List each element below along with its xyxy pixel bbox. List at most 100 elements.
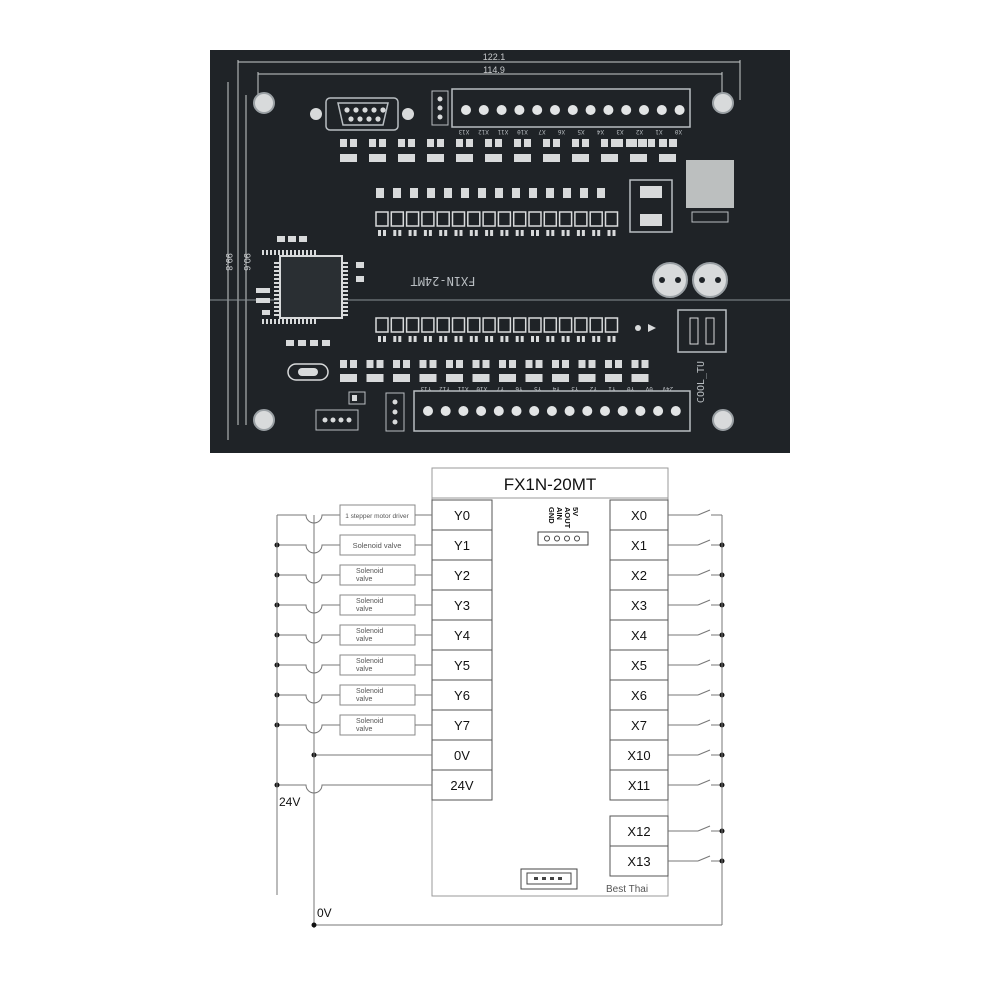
smd-led bbox=[630, 154, 647, 162]
optocoupler bbox=[451, 211, 466, 227]
terminal-screw bbox=[511, 406, 522, 416]
smd-resistor bbox=[376, 360, 384, 368]
terminal-screw bbox=[674, 105, 685, 115]
pcb-output-terminal-label: Y5 bbox=[534, 385, 542, 392]
watermark-text: Best Thai bbox=[606, 884, 648, 895]
smd-resistor bbox=[437, 139, 444, 147]
chip-pin bbox=[266, 250, 268, 255]
smd-resistor bbox=[379, 139, 386, 147]
smd-resistor bbox=[340, 139, 347, 147]
output-terminal-label: Y0 bbox=[454, 508, 470, 523]
chip-pin bbox=[290, 250, 292, 255]
optocoupler-pin bbox=[515, 230, 519, 236]
smd-transistor bbox=[461, 188, 469, 198]
chip-pin bbox=[343, 286, 348, 288]
load-wire bbox=[277, 604, 340, 614]
load-wire bbox=[277, 634, 340, 644]
wire-24v-feed bbox=[277, 784, 432, 794]
terminal-screw bbox=[461, 105, 471, 115]
smd-led bbox=[543, 154, 560, 162]
optocoupler-pin bbox=[378, 230, 381, 236]
optocoupler bbox=[405, 317, 420, 333]
optocoupler-pin bbox=[551, 230, 555, 236]
pcb-input-terminal-label: X0 bbox=[675, 128, 683, 135]
optocoupler-pin bbox=[500, 230, 504, 236]
smd-led bbox=[605, 374, 622, 382]
optocoupler-pin bbox=[505, 230, 509, 236]
optocoupler-pin bbox=[581, 336, 585, 342]
optocoupler-pin bbox=[566, 230, 570, 236]
chip-pin bbox=[282, 319, 284, 324]
optocoupler-pin bbox=[607, 230, 611, 236]
optocoupler-pin bbox=[576, 336, 580, 342]
terminal-screw bbox=[582, 406, 593, 416]
optocoupler bbox=[482, 211, 496, 227]
power-inductor bbox=[629, 179, 673, 233]
smd-led bbox=[419, 374, 437, 382]
chip-pin bbox=[310, 319, 312, 324]
smd-transistor bbox=[376, 188, 384, 198]
input-terminal-box bbox=[609, 619, 669, 651]
chip-pin bbox=[314, 319, 316, 324]
terminal-screw bbox=[546, 406, 557, 416]
terminal-screw bbox=[600, 406, 610, 416]
optocoupler bbox=[390, 211, 405, 227]
input-terminal-label: X13 bbox=[627, 854, 650, 869]
input-terminal-label: X4 bbox=[631, 628, 647, 643]
smd-resistor bbox=[572, 139, 579, 147]
optocoupler bbox=[512, 211, 527, 227]
chip-pin bbox=[343, 298, 348, 300]
board-model-label: FX1N-24MT bbox=[410, 274, 475, 288]
chip-pin bbox=[282, 250, 284, 255]
optocoupler-pin bbox=[408, 336, 412, 342]
pcb-input-terminal-label: X13 bbox=[458, 128, 469, 135]
terminal-screw bbox=[514, 105, 525, 115]
mounting-holes bbox=[253, 92, 734, 431]
smd-resistor bbox=[366, 360, 374, 368]
smd-resistor bbox=[429, 360, 437, 368]
terminal-screw bbox=[423, 406, 433, 416]
optocoupler bbox=[405, 211, 420, 227]
pcb-output-terminal-label: Y1 bbox=[608, 385, 616, 392]
optocoupler bbox=[390, 317, 405, 333]
smd-resistor bbox=[393, 360, 400, 368]
load-wire bbox=[277, 544, 340, 554]
chip-pin bbox=[343, 314, 348, 316]
optocoupler-pin bbox=[428, 336, 432, 342]
smd-led bbox=[631, 374, 649, 382]
switch-contact bbox=[697, 599, 711, 606]
smd-led bbox=[366, 374, 384, 382]
smd-resistor bbox=[611, 139, 618, 147]
analog-port-module bbox=[677, 309, 727, 353]
optocoupler bbox=[574, 317, 588, 333]
db9-serial-connector bbox=[310, 97, 414, 131]
smd-led bbox=[369, 154, 386, 162]
terminal-screw bbox=[603, 105, 614, 115]
smd-resistor bbox=[403, 360, 410, 368]
pcb-output-terminal-label: X11 bbox=[457, 385, 468, 392]
chip-pin bbox=[274, 278, 279, 280]
smd-resistor bbox=[419, 360, 427, 368]
input-terminal-label: X2 bbox=[631, 568, 647, 583]
optocoupler-pin bbox=[531, 230, 534, 236]
optocoupler bbox=[589, 317, 603, 333]
smd-transistor bbox=[393, 188, 401, 198]
terminal-screw bbox=[458, 406, 469, 416]
smd-resistor bbox=[660, 139, 667, 147]
chip-pin bbox=[343, 274, 348, 276]
supply-0v-label: 0V bbox=[317, 906, 332, 920]
smd-resistor bbox=[514, 139, 521, 147]
chip-pin bbox=[343, 290, 348, 292]
optocoupler-pin bbox=[454, 336, 458, 342]
pcb-input-terminal-label: X10 bbox=[517, 128, 528, 135]
smd-resistor bbox=[525, 360, 533, 368]
optocoupler-pin bbox=[505, 336, 509, 342]
optocoupler-pin bbox=[612, 230, 616, 236]
optocoupler-pin bbox=[551, 336, 555, 342]
chip-pin bbox=[274, 319, 276, 324]
optocoupler-pin bbox=[459, 336, 463, 342]
output-terminal-box bbox=[431, 679, 493, 711]
pcb-output-terminal-label: 24V bbox=[662, 385, 673, 392]
